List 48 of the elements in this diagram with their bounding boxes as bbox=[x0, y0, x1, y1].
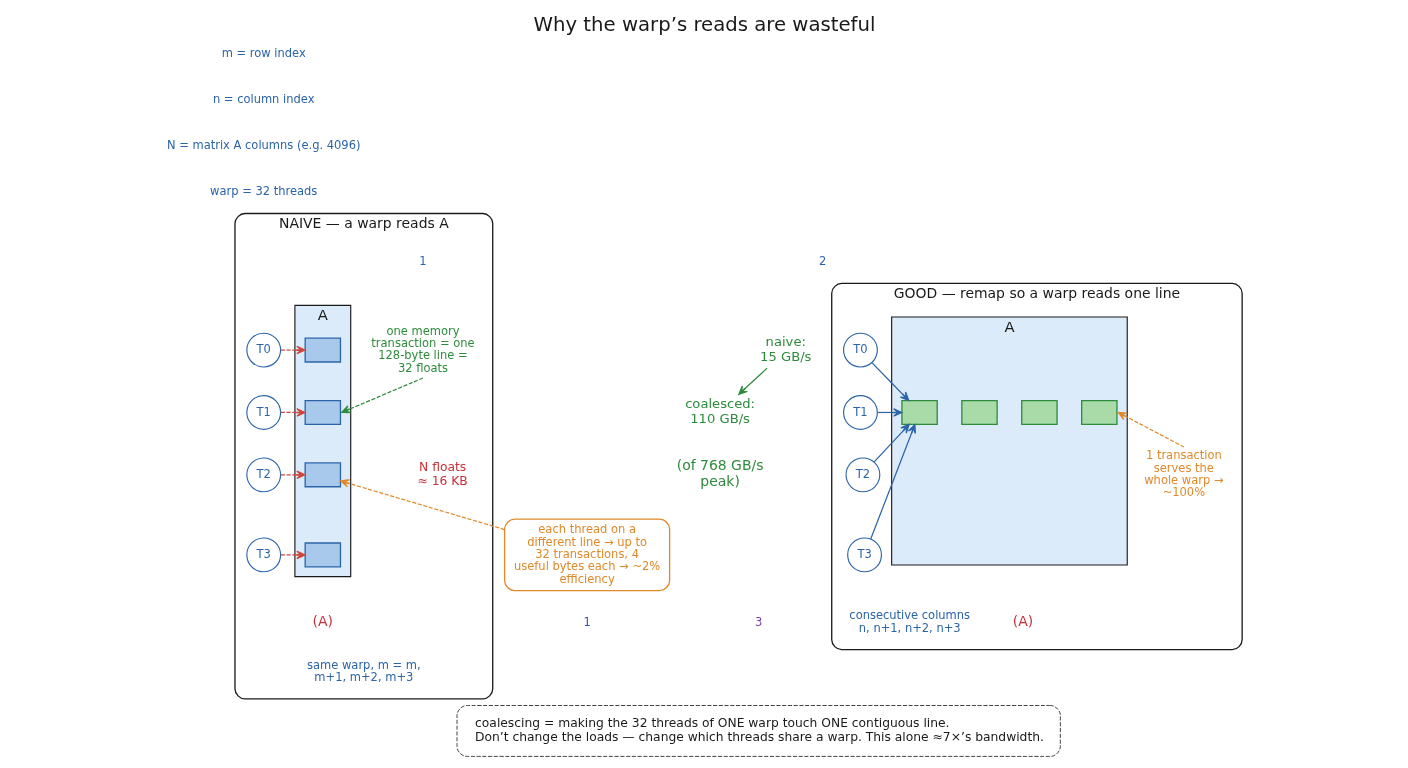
node-circle: T2 bbox=[245, 457, 281, 493]
node-box bbox=[304, 542, 341, 568]
arrow bbox=[279, 470, 306, 480]
diagram-title: Why the warp’s reads are wasteful bbox=[532, 12, 876, 36]
node-box bbox=[304, 337, 341, 363]
node-box: each thread on a different line → up to 32 transactions, 4 useful bytes each → ~2% efficiency bbox=[503, 518, 670, 592]
arrow bbox=[279, 345, 306, 355]
label: m = row index bbox=[221, 46, 306, 61]
label: warp = 32 threads bbox=[209, 184, 317, 199]
arrow bbox=[1117, 411, 1184, 448]
node-box bbox=[960, 399, 998, 426]
node-circle: T3 bbox=[245, 537, 281, 573]
node-box bbox=[1080, 399, 1118, 426]
node-circle: T2 bbox=[844, 457, 880, 493]
label: same warp, m = m, m+1, m+2, m+3 bbox=[306, 657, 421, 685]
node-circle: T0 bbox=[842, 332, 878, 368]
arrow bbox=[871, 362, 909, 402]
node-label: (of 768 GB/s peak) bbox=[676, 457, 763, 490]
node-box bbox=[304, 462, 341, 488]
node-circle: T0 bbox=[245, 332, 281, 368]
node-box bbox=[900, 399, 938, 426]
node-text: one memory transaction = one 128-byte line = 32 floats bbox=[370, 323, 475, 375]
label: 3 bbox=[754, 614, 762, 629]
node-label: (A) bbox=[312, 612, 333, 629]
label: N floats ≈ 16 KB bbox=[417, 459, 468, 488]
arrow bbox=[869, 424, 916, 540]
node-circle: T1 bbox=[245, 395, 281, 430]
node-label: (A) bbox=[1012, 612, 1033, 629]
node-box: coalescing = making the 32 threads of ONE warp touch ONE contiguous line. Don’t change the loads — change which threads share a warp. This alone ≈7×’s bandwidth. bbox=[456, 705, 1061, 757]
arrow bbox=[279, 550, 306, 560]
node-box bbox=[304, 399, 341, 426]
node-text: coalesced: 110 GB/s bbox=[684, 396, 755, 426]
label: 1 bbox=[418, 253, 427, 268]
arrow bbox=[340, 377, 424, 414]
label: N = matrix A columns (e.g. 4096) bbox=[166, 138, 360, 153]
arrow bbox=[873, 423, 910, 463]
label: n = column index bbox=[212, 92, 314, 107]
arrow bbox=[279, 408, 306, 417]
node-text: 1 transaction serves the whole warp → ~100% bbox=[1143, 448, 1224, 500]
arrow bbox=[339, 479, 505, 531]
node-box bbox=[1020, 399, 1058, 426]
label: consecutive columns n, n+1, n+2, n+3 bbox=[848, 608, 970, 635]
arrow bbox=[737, 367, 768, 395]
label: 2 bbox=[818, 253, 826, 268]
node-circle: T3 bbox=[846, 537, 882, 573]
node-circle: T1 bbox=[842, 395, 878, 430]
node-text: naive: 15 GB/s bbox=[759, 333, 811, 364]
label: 1 bbox=[582, 614, 591, 629]
